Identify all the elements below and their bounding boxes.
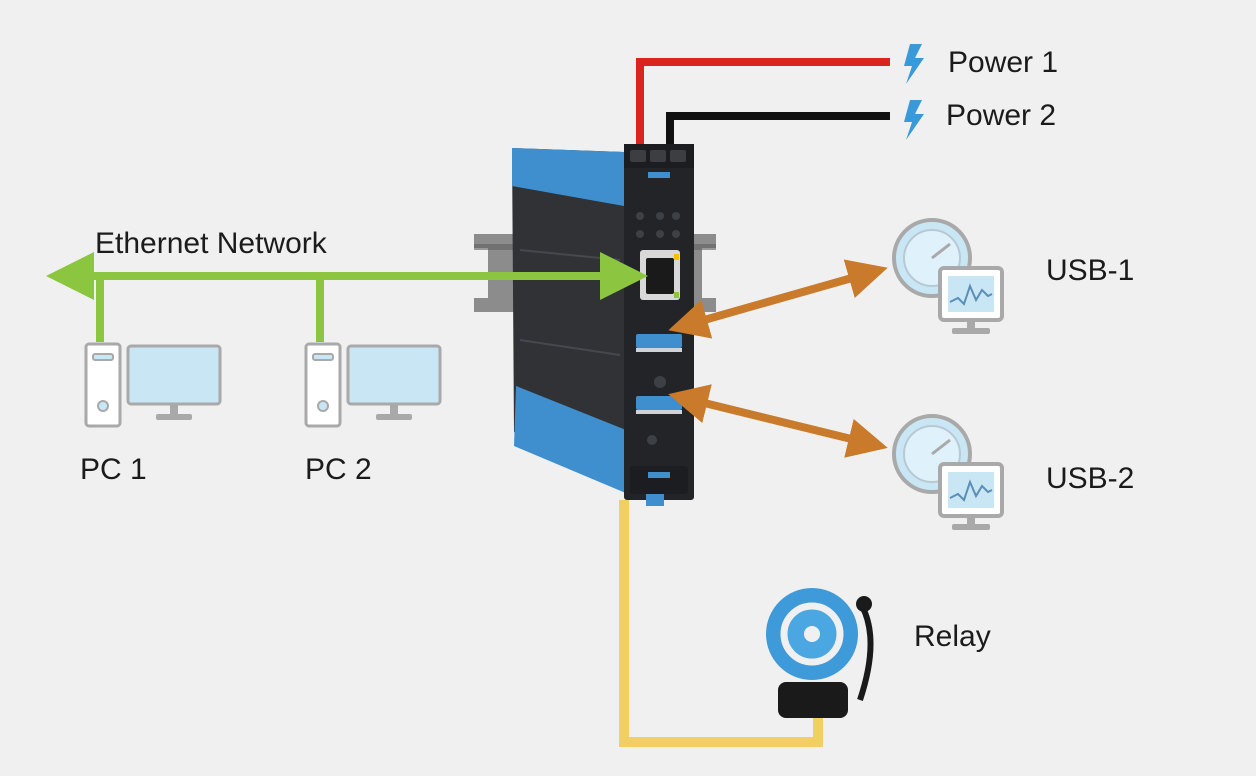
- alarm-bell-icon: [766, 588, 874, 718]
- power1-label: Power 1: [948, 46, 1059, 79]
- power1-wire: [636, 58, 890, 152]
- gauge-monitor-icon: [892, 414, 1004, 530]
- relay-wire: [619, 500, 823, 747]
- gauge-monitor-icon: [892, 218, 1004, 334]
- lightning-icon: [904, 44, 924, 84]
- usb1-arrow: [668, 259, 888, 339]
- pc1-label: PC 1: [80, 453, 147, 486]
- usb2-label: USB-2: [1046, 462, 1135, 495]
- desktop-pc-icon: [84, 342, 222, 428]
- usb1-label: USB-1: [1046, 254, 1135, 287]
- pc2-label: PC 2: [305, 453, 372, 486]
- relay-label: Relay: [914, 620, 991, 653]
- power2-wire: [666, 112, 890, 152]
- usb2-arrow: [668, 384, 888, 458]
- desktop-pc-icon: [304, 342, 442, 428]
- din-rail-gateway-device: [512, 144, 694, 506]
- lightning-icon: [904, 100, 924, 140]
- ethernet-network-label: Ethernet Network: [95, 227, 327, 260]
- power2-label: Power 2: [946, 99, 1057, 132]
